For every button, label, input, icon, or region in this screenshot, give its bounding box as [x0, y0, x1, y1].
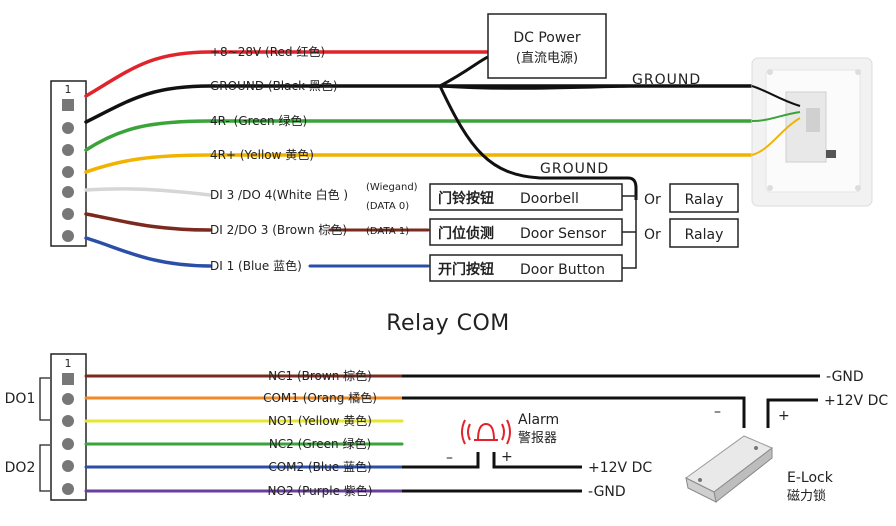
wire-label-red: +8~28V (Red 红色)	[210, 44, 325, 59]
bottom-connector-pin1-label: 1	[65, 357, 72, 370]
input-door-button: 开门按钮 Door Button	[429, 254, 623, 282]
wire-black	[84, 84, 754, 124]
wire-red	[84, 50, 492, 98]
ground-to-lock	[439, 84, 631, 90]
wire-white	[84, 187, 212, 197]
wire-label-com2: COM2 (Blue 蓝色)	[268, 460, 371, 474]
data1-label: (DATA 1)	[366, 226, 409, 237]
pin	[62, 393, 74, 405]
alarm-plus-to-12v	[492, 452, 582, 469]
relay-box-2: Ralay	[669, 218, 739, 248]
alarm-icon	[461, 419, 511, 445]
v12-label-1: +12V DC	[824, 393, 888, 409]
do2-bracket	[39, 444, 50, 492]
pin	[62, 230, 74, 242]
wire-yellow	[84, 153, 754, 174]
doorbell-cn: 门铃按钮	[438, 190, 494, 207]
wiegand-label: (Wiegand)	[366, 182, 418, 193]
wire-label-no1: NO1 (Yellow 黄色)	[268, 414, 372, 428]
com2-to-alarm-minus	[402, 452, 480, 469]
wire-green	[84, 119, 754, 152]
ground-label-top: GROUND	[632, 72, 701, 88]
dc-power-title: DC Power	[513, 30, 581, 46]
door-button-en: Door Button	[520, 262, 605, 278]
pin	[62, 144, 74, 156]
elock-image	[685, 435, 773, 503]
wire-brown	[84, 212, 212, 232]
relay-label-1: Ralay	[685, 192, 724, 208]
or-label-1: Or	[644, 192, 661, 208]
lock-plus-to-12v	[766, 398, 818, 428]
wire-label-black: GROUND (Black 黑色)	[210, 79, 338, 93]
alarm-minus: –	[446, 450, 453, 466]
reader-device-image	[751, 57, 873, 207]
do1-label: DO1	[5, 391, 36, 407]
alarm-plus: +	[501, 449, 513, 465]
input-doorbell: 门铃按钮 Doorbell	[429, 183, 623, 211]
wire-label-com1: COM1 (Orang 橘色)	[263, 390, 377, 405]
door-sensor-cn: 门位侦测	[438, 225, 494, 242]
wire-label-nc2: NC2 (Green 绿色)	[269, 436, 371, 451]
com1-to-lock-minus	[402, 396, 746, 428]
pin	[62, 166, 74, 178]
elock-label-en: E-Lock	[787, 470, 834, 486]
ground-label-middle: GROUND	[540, 161, 609, 177]
gnd-label-1: -GND	[826, 369, 864, 385]
wire-label-green: 4R- (Green 绿色)	[210, 113, 307, 128]
pin	[62, 438, 74, 450]
alarm-label-en: Alarm	[518, 412, 559, 428]
gnd-label-2: -GND	[588, 484, 626, 500]
pin	[62, 483, 74, 495]
dc-power-box: DC Power (直流电源)	[487, 13, 607, 79]
elock-minus: –	[714, 404, 721, 420]
pin	[62, 415, 74, 427]
relay-label-2: Ralay	[685, 227, 724, 243]
elock-label-cn: 磁力锁	[787, 488, 826, 504]
bottom-connector: 1	[50, 353, 87, 501]
door-button-cn: 开门按钮	[438, 261, 494, 278]
v12-label-2: +12V DC	[588, 460, 652, 476]
input-door-sensor: 门位侦测 Door Sensor	[429, 218, 623, 246]
ground-to-inputs	[438, 85, 638, 200]
wire-label-yellow: 4R+ (Yellow 黄色)	[210, 148, 314, 162]
pin	[62, 122, 74, 134]
pin	[62, 460, 74, 472]
do2-label: DO2	[5, 460, 36, 476]
pin	[62, 208, 74, 220]
top-connector: 1	[50, 80, 87, 247]
pin	[62, 186, 74, 198]
wire-label-no2: NO2 (Purple 紫色)	[268, 484, 373, 498]
wire-label-white: DI 3 /DO 4(White 白色 )	[210, 187, 348, 202]
wire-label-brown: DI 2/DO 3 (Brown 棕色)	[210, 222, 347, 237]
relay-box-1: Ralay	[669, 183, 739, 213]
wire-blue	[84, 236, 212, 268]
dc-power-subtitle: (直流电源)	[516, 51, 578, 66]
wire-label-blue: DI 1 (Blue 蓝色)	[210, 259, 302, 273]
doorbell-en: Doorbell	[520, 191, 579, 207]
elock-plus: +	[778, 408, 790, 424]
wire-label-nc1: NC1 (Brown 棕色)	[268, 368, 372, 383]
or-label-2: Or	[644, 227, 661, 243]
relay-com-title: Relay COM	[386, 311, 510, 336]
door-sensor-en: Door Sensor	[520, 226, 606, 242]
do1-bracket	[39, 377, 50, 421]
data0-label: (DATA 0)	[366, 201, 409, 212]
pin-square	[62, 373, 74, 385]
ground-to-power	[439, 54, 491, 88]
top-connector-pin1-label: 1	[65, 83, 72, 96]
alarm-label-cn: 警报器	[518, 430, 557, 446]
pin-square	[62, 99, 74, 111]
